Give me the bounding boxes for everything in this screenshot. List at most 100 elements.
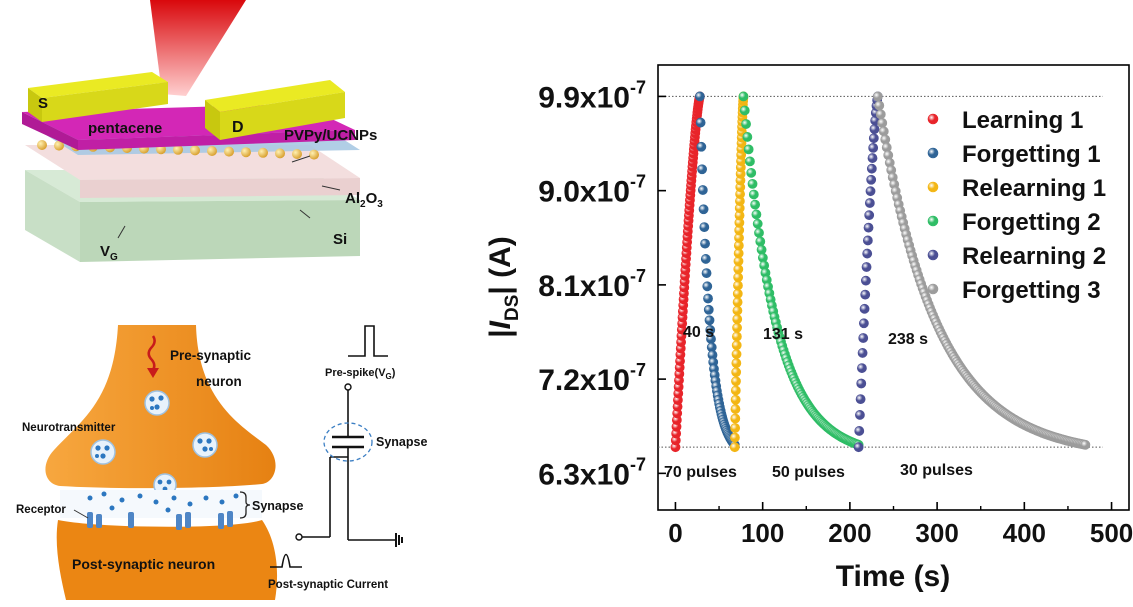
data-point-relearning-1	[732, 314, 743, 325]
x-tick-label: 400	[1003, 518, 1046, 548]
device-schematic: S D pentacene PVPy/UCNPs Al2O3 Si VG	[22, 0, 383, 263]
data-point-relearning-1	[731, 349, 742, 360]
y-axis-label: |IDS| (A)	[484, 236, 523, 338]
data-point-forgetting-1	[699, 222, 710, 233]
drain-electrode	[205, 80, 345, 112]
data-point-relearning-1	[729, 442, 740, 453]
data-point-relearning-1	[731, 376, 741, 387]
legend-label: Relearning 1	[962, 175, 1106, 202]
data-point-forgetting-2	[752, 218, 763, 229]
data-point-relearning-2	[859, 318, 869, 329]
x-tick-label: 100	[741, 518, 784, 548]
data-point-relearning-2	[869, 124, 880, 134]
data-point-relearning-1	[732, 305, 743, 316]
ucnp-particle	[37, 140, 47, 150]
legend-label: Forgetting 2	[962, 209, 1101, 236]
data-point-relearning-1	[730, 423, 741, 433]
pre-neuron-label-2: neuron	[196, 374, 242, 389]
data-point-forgetting-1	[703, 293, 713, 304]
data-point-forgetting-1	[704, 315, 715, 326]
data-point-relearning-2	[858, 333, 869, 343]
post-synaptic-neuron	[56, 520, 278, 600]
data-point-relearning-1	[730, 394, 741, 405]
data-point-relearning-2	[864, 198, 875, 208]
post-current-pulse-icon	[270, 553, 302, 568]
x-tick-label: 0	[668, 518, 682, 548]
ucnp-particle	[190, 145, 200, 156]
y-tick-label: 9.9x10-7	[538, 77, 646, 114]
ucnp-particle	[309, 149, 319, 160]
receptor-label: Receptor	[16, 504, 66, 516]
data-point-forgetting-1	[696, 141, 707, 152]
post-neuron-label: Post-synaptic neuron	[72, 556, 215, 572]
data-point-forgetting-2	[754, 227, 764, 238]
data-point-relearning-1	[730, 385, 741, 396]
ucnp-particle	[224, 146, 234, 157]
legend-marker	[927, 147, 939, 159]
laser-beam	[150, 0, 246, 96]
data-point-forgetting-2	[739, 105, 750, 116]
data-point-relearning-2	[857, 348, 868, 358]
signal-arrow-icon	[147, 335, 156, 371]
data-point-forgetting-3	[872, 91, 883, 102]
data-point-relearning-1	[732, 297, 743, 308]
chart: 6.3x10-77.2x10-78.1x10-79.0x10-79.9x10-7…	[484, 64, 1133, 593]
vesicle-icon	[192, 432, 218, 458]
data-point-relearning-1	[733, 280, 743, 291]
data-point-forgetting-1	[700, 254, 711, 264]
ucnp-particle	[292, 149, 302, 159]
vesicle-icon	[90, 439, 116, 465]
x-tick-label: 300	[915, 518, 958, 548]
x-tick-label: 500	[1090, 518, 1133, 548]
data-point-forgetting-2	[748, 189, 759, 200]
data-point-forgetting-1	[700, 238, 710, 249]
prespike-pulse-icon	[348, 325, 388, 357]
data-point-forgetting-1	[698, 204, 709, 215]
legend-label: Forgetting 3	[962, 277, 1101, 304]
legend-label: Learning 1	[962, 107, 1083, 134]
ucnp-particle	[207, 146, 217, 156]
y-tick-label: 8.1x10-7	[538, 266, 646, 303]
data-point-relearning-2	[855, 394, 866, 404]
annotation-70-pulses: 70 pulses	[664, 464, 737, 481]
data-point-relearning-1	[731, 340, 742, 351]
data-point-relearning-1	[731, 358, 742, 369]
y-tick-label: 9.0x10-7	[538, 172, 646, 209]
data-point-forgetting-3	[1080, 439, 1091, 450]
data-point-forgetting-2	[755, 236, 766, 247]
data-point-relearning-2	[867, 153, 878, 163]
annotation-40s: 40 s	[683, 324, 714, 341]
data-point-forgetting-3	[878, 126, 889, 137]
data-point-forgetting-1	[697, 164, 707, 175]
legend-marker	[927, 249, 939, 261]
data-point-relearning-1	[731, 331, 742, 342]
data-point-relearning-2	[866, 174, 877, 185]
data-point-relearning-2	[854, 426, 865, 436]
neurotransmitter-label: Neurotransmitter	[22, 422, 116, 434]
data-point-forgetting-1	[694, 91, 705, 102]
data-point-forgetting-2	[741, 119, 751, 129]
x-axis-label: Time (s)	[836, 560, 950, 593]
synapse-brace-icon	[239, 491, 251, 519]
data-point-forgetting-2	[743, 144, 754, 155]
data-point-relearning-1	[732, 288, 743, 299]
legend-marker	[927, 113, 939, 125]
data-point-forgetting-2	[750, 199, 761, 210]
data-point-forgetting-3	[874, 100, 885, 111]
y-tick-label: 7.2x10-7	[538, 360, 646, 397]
ucnp-particle	[275, 148, 285, 159]
annotation-238s: 238 s	[888, 331, 928, 348]
data-point-relearning-2	[862, 235, 873, 246]
y-axis-ticks: 6.3x10-77.2x10-78.1x10-79.0x10-79.9x10-7	[538, 77, 666, 491]
data-point-relearning-2	[863, 222, 874, 233]
pentacene-label: pentacene	[88, 120, 162, 137]
data-point-forgetting-1	[697, 185, 708, 195]
data-point-relearning-2	[866, 163, 877, 174]
data-point-relearning-2	[860, 275, 871, 286]
data-point-relearning-2	[853, 442, 864, 453]
source-electrode	[28, 72, 168, 98]
data-point-relearning-1	[732, 322, 742, 333]
data-point-forgetting-2	[738, 91, 749, 102]
